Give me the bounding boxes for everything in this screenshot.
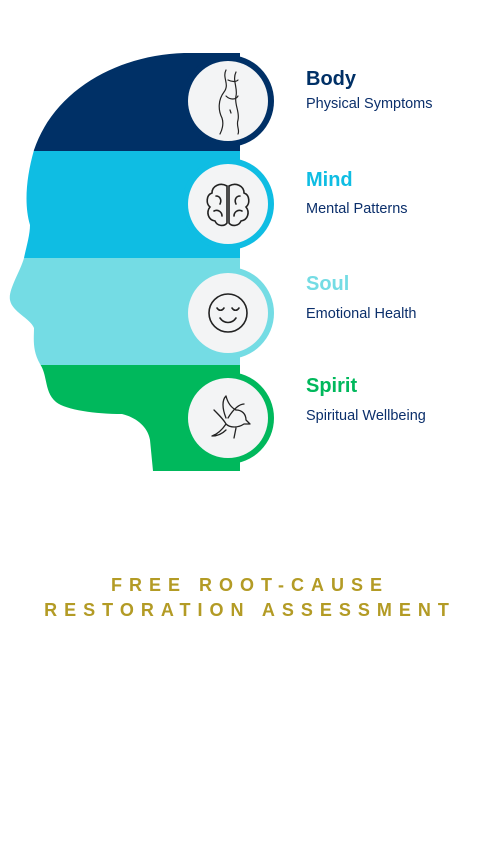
smiley-face-icon: [208, 293, 248, 333]
assessment-heading-line2: RESTORATION ASSESSMENT: [44, 600, 456, 620]
layer-title: Spirit: [306, 375, 358, 397]
label-spirit: Spirit Spiritual Wellbeing: [306, 374, 426, 425]
layer-title: Soul: [306, 273, 350, 295]
layer-subtitle: Spiritual Wellbeing: [306, 408, 426, 424]
assessment-heading-line1: FREE ROOT-CAUSE: [110, 575, 389, 595]
label-mind: Mind Mental Patterns: [306, 168, 408, 218]
layer-subtitle: Physical Symptoms: [306, 96, 433, 112]
dove-icon: [211, 395, 251, 439]
circle-body: [188, 61, 268, 141]
layer-title: Mind: [306, 169, 353, 191]
layer-subtitle: Mental Patterns: [306, 201, 408, 217]
layer-subtitle: Emotional Health: [306, 306, 417, 322]
circle-soul: [188, 273, 268, 353]
label-body: Body Physical Symptoms: [306, 67, 433, 113]
assessment-heading: FREE ROOT-CAUSE RESTORATION ASSESSMENT: [0, 573, 500, 623]
label-soul: Soul Emotional Health: [306, 272, 416, 323]
layer-title: Body: [306, 68, 356, 90]
torso-icon: [218, 69, 240, 135]
circle-mind: [188, 164, 268, 244]
brain-icon: [206, 183, 250, 227]
